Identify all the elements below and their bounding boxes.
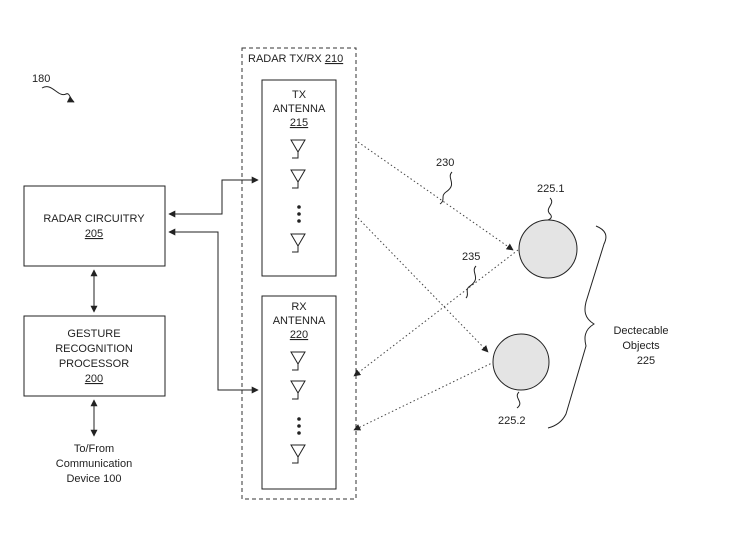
object2-leader <box>516 391 521 409</box>
rx-antenna-ref: 220 <box>290 329 308 341</box>
tx-antenna-box <box>261 79 337 277</box>
tx-antenna-ref: 215 <box>290 117 308 129</box>
tx-antenna-element-icon <box>290 233 306 253</box>
radar-circuitry-box <box>23 185 166 267</box>
rx-antenna-ellipsis-icon <box>297 417 301 435</box>
figure-ref-label: 180 <box>32 73 50 85</box>
tx-antenna-element-icon <box>290 139 306 159</box>
object-225-2 <box>492 333 550 391</box>
transmit-signal-leader <box>439 171 453 205</box>
reflect-signal-ref: 235 <box>462 251 480 263</box>
comm-device-line2: Communication <box>56 458 132 470</box>
reflected-signal-object1 <box>353 249 519 377</box>
gesture-processor-line2: RECOGNITION <box>55 343 133 355</box>
objects-group-bracket <box>547 225 607 429</box>
objects-group-line1: Dectecable <box>613 325 668 337</box>
comm-device-line3: Device 100 <box>66 473 121 485</box>
rx-antenna-title: RX <box>291 301 307 313</box>
tx-antenna-subtitle: ANTENNA <box>273 103 326 115</box>
radar-circuitry-ref: 205 <box>85 228 103 240</box>
rx-antenna-element-icon <box>290 444 306 464</box>
radar-txrx-label: RADAR TX/RX 210 <box>248 53 343 65</box>
objects-group-line2: Objects <box>622 340 660 352</box>
objects-group-ref: 225 <box>637 355 655 367</box>
rx-antenna-subtitle: ANTENNA <box>273 315 326 327</box>
tx-antenna-ellipsis-icon <box>297 205 301 223</box>
circuitry-rx-connector <box>168 228 259 394</box>
reflected-signal-object2 <box>353 361 495 431</box>
tx-signal-to-object2 <box>357 217 489 353</box>
object-225-1 <box>518 219 578 279</box>
tx-antenna-element-icon <box>290 169 306 189</box>
tx-signal-to-object1 <box>357 141 514 251</box>
rx-antenna-element-icon <box>290 380 306 400</box>
radar-circuitry-title: RADAR CIRCUITRY <box>43 213 145 225</box>
rx-antenna-box <box>261 295 337 490</box>
circuitry-tx-connector <box>168 176 259 218</box>
comm-device-line1: To/From <box>74 443 114 455</box>
object2-ref: 225.2 <box>498 415 526 427</box>
gesture-processor-line1: GESTURE <box>67 328 120 340</box>
gesture-processor-box <box>23 315 166 397</box>
reflect-signal-leader <box>465 265 477 299</box>
rx-antenna-element-icon <box>290 351 306 371</box>
gesture-processor-line3: PROCESSOR <box>59 358 129 370</box>
figure-ref-squiggle <box>41 86 75 103</box>
gesture-processor-ref: 200 <box>85 373 103 385</box>
object1-ref: 225.1 <box>537 183 565 195</box>
tx-antenna-title: TX <box>292 89 307 101</box>
object1-leader <box>547 197 553 221</box>
transmit-signal-ref: 230 <box>436 157 454 169</box>
